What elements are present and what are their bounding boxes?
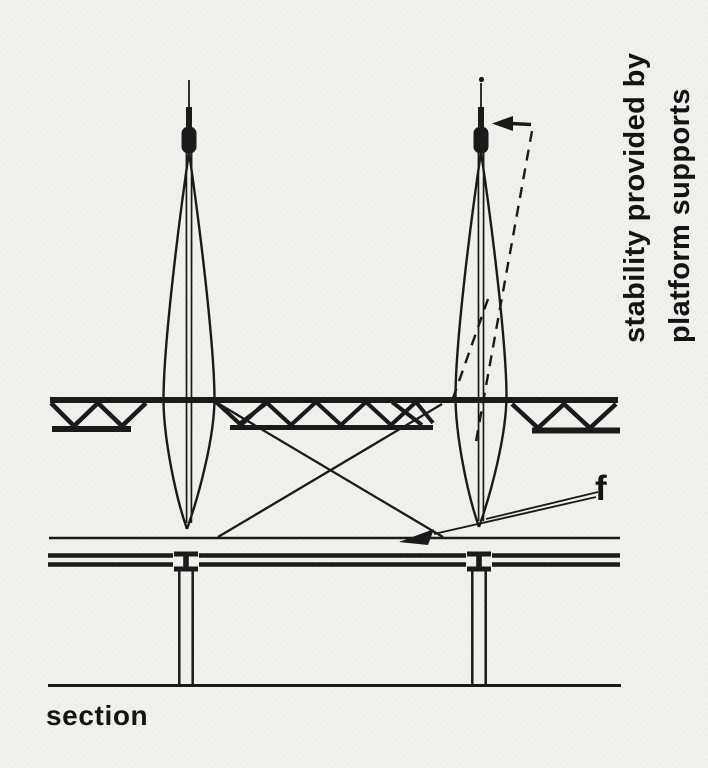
right-mast [454,76,508,528]
cross-bracing [217,403,444,538]
section-title: section [46,700,149,731]
left-mast [162,80,216,530]
tilt-arrow-icon [492,116,532,131]
caption-stability: stability provided by platform supports [613,0,703,343]
platform-support-columns [178,571,487,685]
caption-line-2: platform supports [664,88,696,343]
platform-bearing-left [174,551,198,572]
sway-dashed-lines [450,130,534,448]
caption-line-1: stability provided by [619,52,651,343]
platform-bearing-right [467,551,491,572]
platform [48,536,620,685]
f-label: f [595,469,607,508]
roof-truss [49,397,620,434]
